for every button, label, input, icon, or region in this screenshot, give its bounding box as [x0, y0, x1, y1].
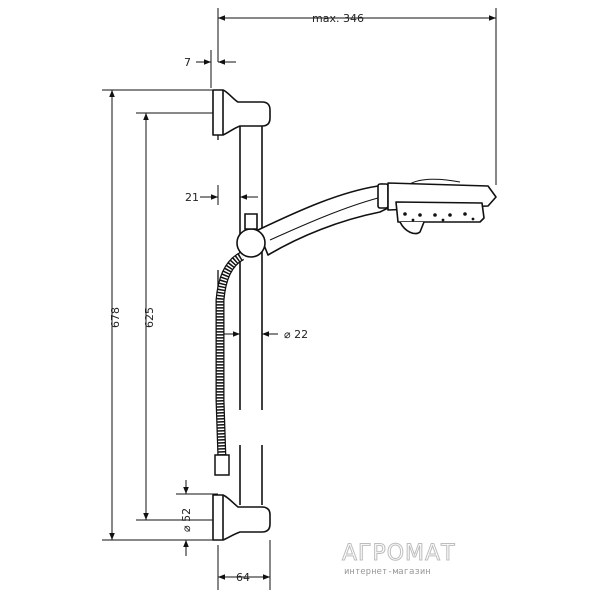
- dimension-bracket-depth: [217, 540, 271, 590]
- slider-holder: [236, 213, 266, 258]
- dimension-wall-offset-label: 7: [184, 56, 191, 69]
- watermark-tagline: интернет-магазин: [344, 567, 431, 577]
- dimension-max-reach: [217, 8, 497, 185]
- watermark-logo: АГРОМАТ интернет-магазин: [342, 541, 456, 578]
- spray-nozzles: [403, 212, 475, 222]
- dimension-bar-diameter-label: ⌀ 22: [284, 328, 308, 341]
- dimension-wall-offset: [196, 50, 236, 88]
- dimension-holder-offset-label: 21: [185, 191, 199, 204]
- shower-hose: [214, 251, 245, 476]
- dimension-bracket-depth-label: 64: [236, 571, 250, 584]
- dimension-bracket-spacing: [136, 112, 218, 521]
- dimension-max-reach-label: max. 346: [312, 12, 364, 25]
- hand-shower: [257, 178, 497, 256]
- bottom-wall-bracket: [212, 494, 271, 541]
- top-wall-bracket: [212, 89, 271, 136]
- watermark-brand: АГРОМАТ: [342, 541, 456, 566]
- dimension-total-height-label: 678: [109, 307, 122, 328]
- dimension-bracket-spacing-label: 625: [143, 307, 156, 328]
- dimension-bracket-diameter-label: ⌀ 52: [180, 508, 193, 532]
- slide-bar: [239, 120, 263, 505]
- dimension-bracket-diameter: [176, 480, 218, 556]
